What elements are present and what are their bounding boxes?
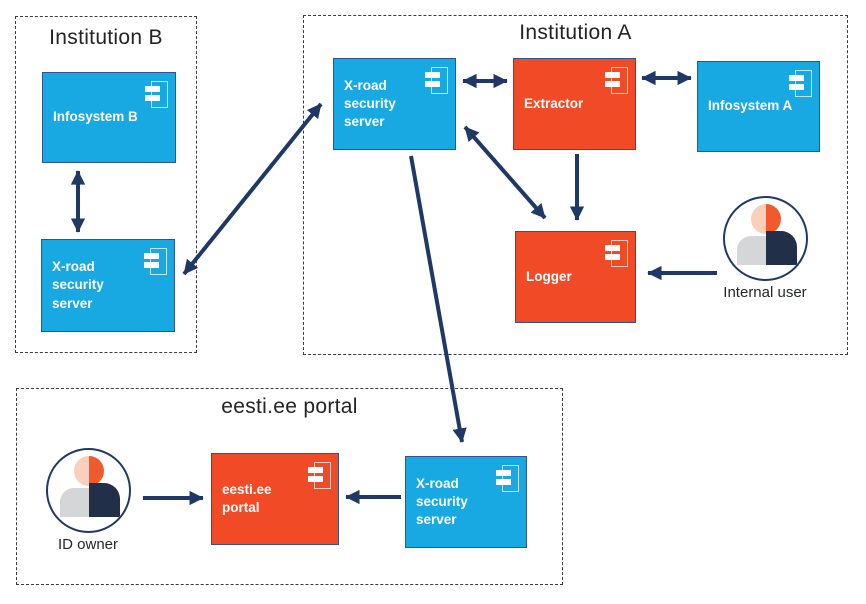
node-infosystem-b: Infosystem B [42, 72, 176, 163]
node-xroad-security-server-b: X-road security server [41, 239, 175, 332]
node-label: Infosystem B [53, 109, 138, 125]
arrow-xroad-b-xroad-a [182, 102, 323, 276]
component-icon [145, 81, 168, 108]
actor-internal-user: Internal user [708, 196, 822, 301]
component-icon [789, 70, 812, 97]
node-label: X-road security server [344, 77, 396, 130]
node-label: X-road security server [52, 259, 104, 311]
person-icon [722, 196, 808, 281]
node-extractor: Extractor [513, 58, 636, 150]
node-label: Extractor [524, 95, 584, 111]
eesti-portal-frame [16, 388, 563, 585]
node-label: Logger [526, 268, 572, 284]
institution-a-title: Institution A [519, 21, 632, 44]
component-icon [144, 248, 167, 275]
component-icon [605, 240, 628, 267]
actor-id-owner: ID owner [31, 448, 145, 553]
component-icon [496, 465, 519, 492]
actor-label: Internal user [723, 284, 807, 301]
node-eesti-portal: eesti.ee portal [211, 453, 339, 545]
node-xroad-security-server-a: X-road security server [333, 58, 456, 150]
node-label: X-road security server [416, 475, 468, 528]
node-logger: Logger [515, 231, 636, 323]
person-icon [45, 448, 131, 533]
node-label: eesti.ee portal [222, 481, 272, 515]
institution-b-title: Institution B [49, 26, 163, 49]
node-infosystem-a: Infosystem A [697, 61, 820, 152]
component-icon [425, 67, 448, 94]
node-xroad-security-server-portal: X-road security server [405, 456, 527, 548]
component-icon [308, 462, 331, 489]
eesti-portal-title: eesti.ee portal [221, 395, 358, 418]
component-icon [605, 67, 628, 94]
node-label: Infosystem A [708, 98, 793, 114]
actor-label: ID owner [57, 536, 119, 553]
